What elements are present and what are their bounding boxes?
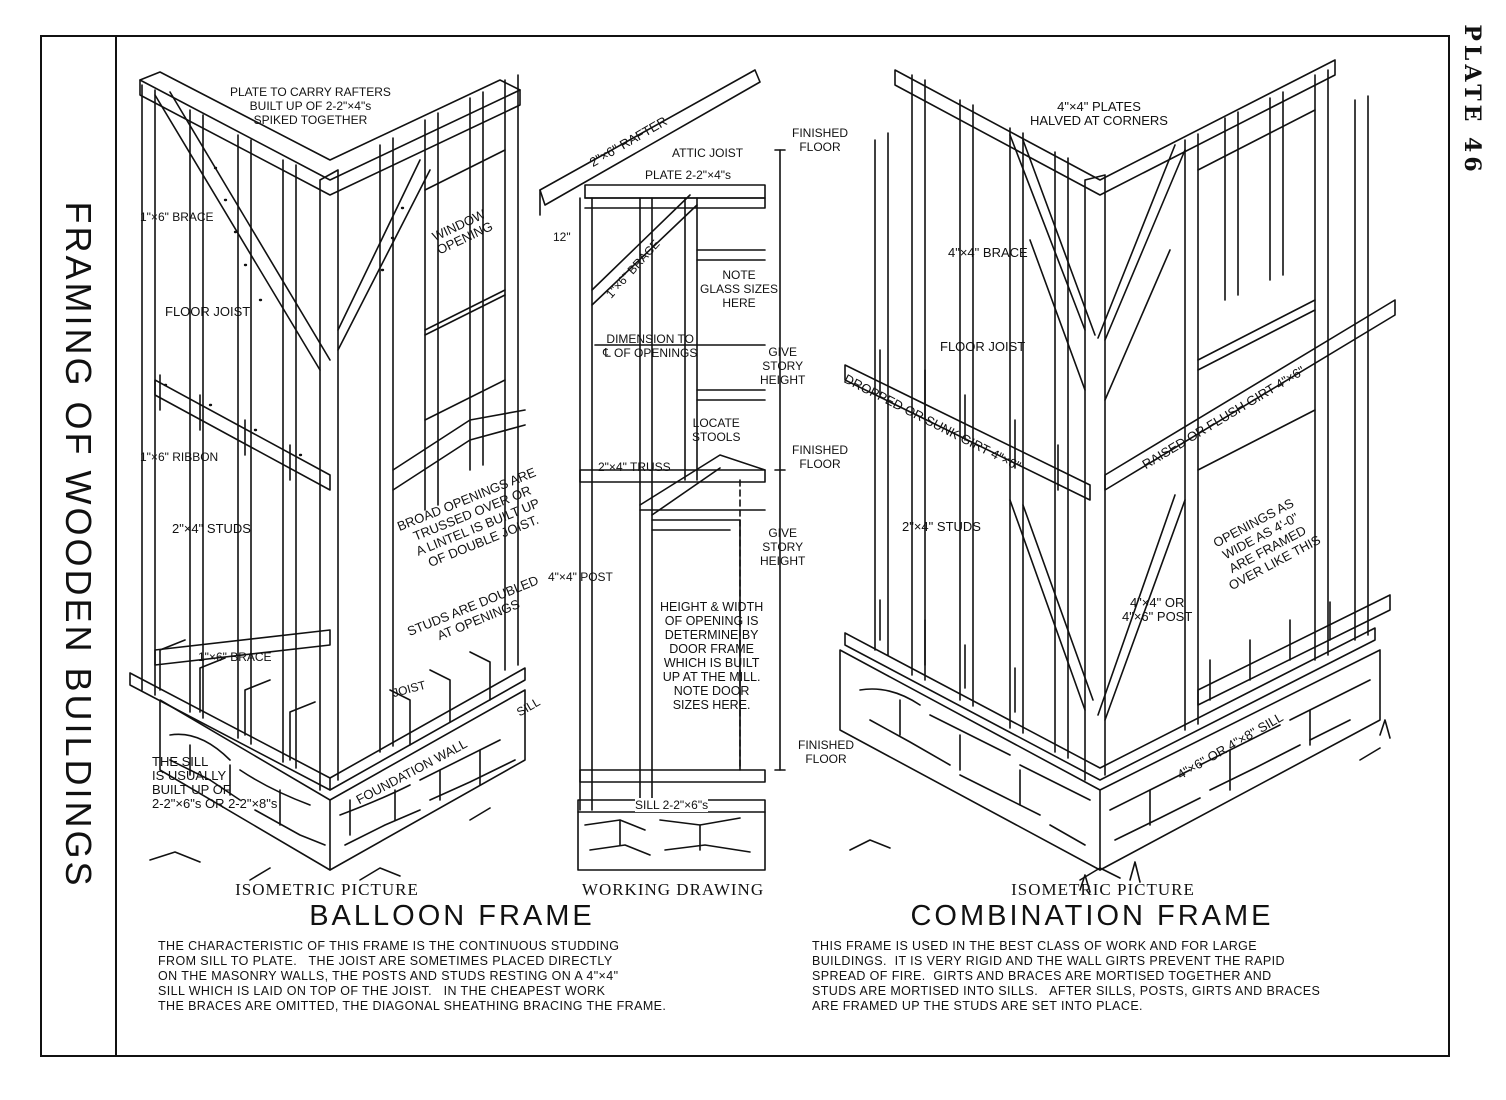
working-label-finished-floor-bottom: FINISHED FLOOR — [798, 738, 855, 766]
working-label-finished-floor-mid: FINISHED FLOOR — [792, 443, 849, 471]
combination-right-studs — [1184, 69, 1369, 731]
combination-label-studs: 2"×4" STUDS — [902, 519, 981, 534]
combination-foundation — [839, 649, 1381, 881]
working-label-sill: SILL 2-2"×6"s — [635, 798, 709, 812]
working-note-door: HEIGHT & WIDTH OF OPENING IS DETERMINE B… — [660, 600, 764, 712]
title-column-rule — [115, 35, 117, 1057]
balloon-note-sill: THE SILL IS USUALLY BUILT UP OF 2-2"×6"s… — [152, 754, 278, 811]
combination-frame-drawing — [839, 59, 1396, 893]
working-label-locate-stools: LOCATE STOOLS — [692, 416, 741, 444]
balloon-foundation — [149, 689, 526, 881]
combination-label-floor-joist: FLOOR JOIST — [940, 339, 1026, 354]
working-label-plate: PLATE 2-2"×4"s — [645, 168, 732, 182]
balloon-label-ribbon: 1"×6" RIBBON — [140, 450, 219, 464]
balloon-frame-title: BALLOON FRAME — [309, 900, 595, 932]
working-label-post: 4"×4" POST — [548, 570, 613, 584]
balloon-label-studs: 2"×4" STUDS — [172, 521, 251, 536]
combination-label-brace: 4"×4" BRACE — [948, 245, 1028, 260]
balloon-label-plate-rafters: PLATE TO CARRY RAFTERS BUILT UP OF 2-2"×… — [230, 85, 391, 127]
balloon-description: THE CHARACTERISTIC OF THIS FRAME IS THE … — [158, 939, 667, 1013]
working-label-finished-floor-top: FINISHED FLOOR — [792, 126, 849, 154]
balloon-label-brace: 1"×6" BRACE — [140, 210, 214, 224]
working-caption-sub: WORKING DRAWING — [581, 880, 765, 899]
balloon-frame-drawing — [129, 71, 526, 881]
working-label-truss: 2"×4" TRUSS — [598, 460, 671, 474]
combination-label-plates: 4"×4" PLATES HALVED AT CORNERS — [1030, 99, 1168, 128]
working-label-give-story-2: GIVE STORY HEIGHT — [760, 526, 806, 568]
working-label-glass: NOTE GLASS SIZES HERE — [700, 268, 779, 310]
working-label-attic-joist: ATTIC JOIST — [672, 146, 744, 160]
working-drawing — [539, 69, 786, 871]
combination-frame-title: COMBINATION FRAME — [910, 900, 1274, 932]
balloon-right-studs — [379, 74, 519, 753]
balloon-label-brace-lower: 1"×6" BRACE — [198, 650, 272, 664]
plate-border — [40, 35, 1450, 1057]
working-label-dimension: DIMENSION TO ℄ OF OPENINGS — [603, 332, 698, 360]
balloon-label-floor-joist: FLOOR JOIST — [165, 304, 251, 319]
balloon-caption-sub: ISOMETRIC PICTURE — [235, 880, 419, 899]
working-label-twelve: 12" — [553, 230, 571, 244]
combination-label-post: 4"×4" OR 4"×6" POST — [1122, 595, 1193, 624]
working-label-give-story-1: GIVE STORY HEIGHT — [760, 345, 806, 387]
combination-description: THIS FRAME IS USED IN THE BEST CLASS OF … — [812, 939, 1321, 1013]
balloon-left-studs — [141, 84, 297, 769]
combination-caption-sub: ISOMETRIC PICTURE — [1011, 880, 1195, 899]
